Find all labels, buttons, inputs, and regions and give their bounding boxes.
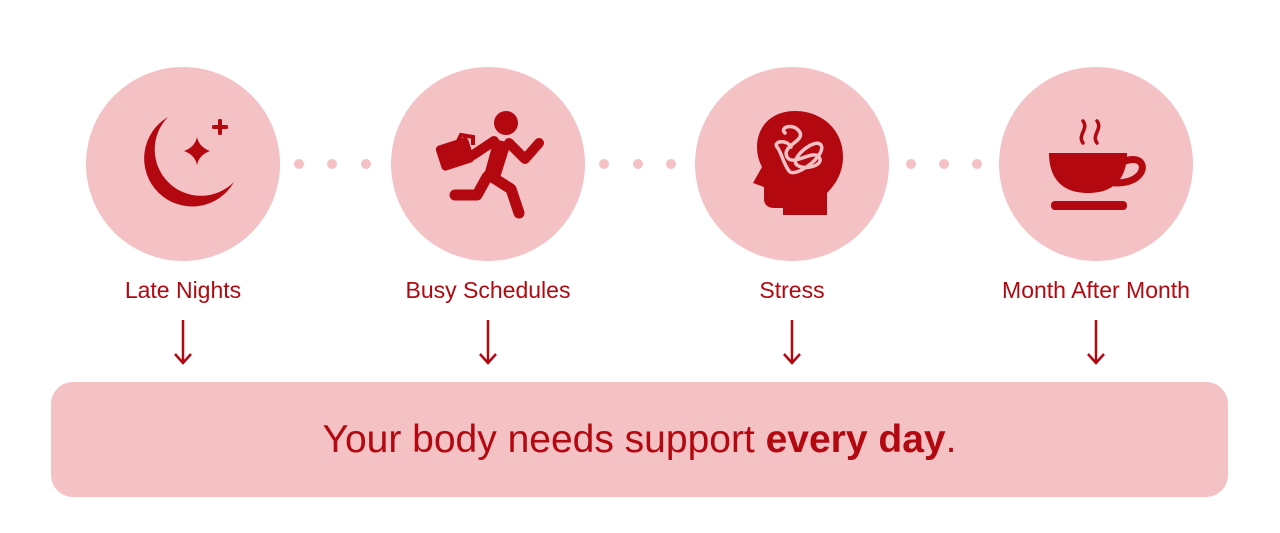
down-arrow-icon (783, 320, 801, 365)
summary-banner: Your body needs support every day. (51, 382, 1228, 497)
connector-dot (327, 159, 337, 169)
step-label-late-nights: Late Nights (124, 277, 242, 303)
hot-cup-icon (1049, 119, 1146, 210)
connector-dot (361, 159, 371, 169)
connector-dot (599, 159, 609, 169)
connector-dot (972, 159, 982, 169)
down-arrow-icon (1087, 320, 1105, 365)
step-circle-stress (695, 67, 889, 261)
step-label-month-after-month: Month After Month (1002, 277, 1190, 303)
connector-dot (666, 159, 676, 169)
step-circle-busy-schedules (391, 67, 585, 261)
step-label-stress: Stress (759, 277, 825, 303)
summary-text: Your body needs support every day. (323, 418, 957, 462)
step-circle-month-after-month (999, 67, 1193, 261)
summary-text-bold: every day (765, 417, 946, 461)
summary-text-regular: Your body needs support (322, 417, 766, 461)
down-arrow-icon (479, 320, 497, 365)
down-arrow-icon (174, 320, 192, 365)
connector-dot (633, 159, 643, 169)
connector-dot (906, 159, 916, 169)
running-person-icon (435, 111, 544, 219)
connector-dot (294, 159, 304, 169)
moon-stars-icon (144, 117, 234, 207)
step-label-busy-schedules: Busy Schedules (405, 277, 571, 303)
summary-text-end: . (945, 417, 957, 461)
tangled-head-icon (753, 111, 843, 215)
step-circle-late-nights (86, 67, 280, 261)
connector-dot (939, 159, 949, 169)
